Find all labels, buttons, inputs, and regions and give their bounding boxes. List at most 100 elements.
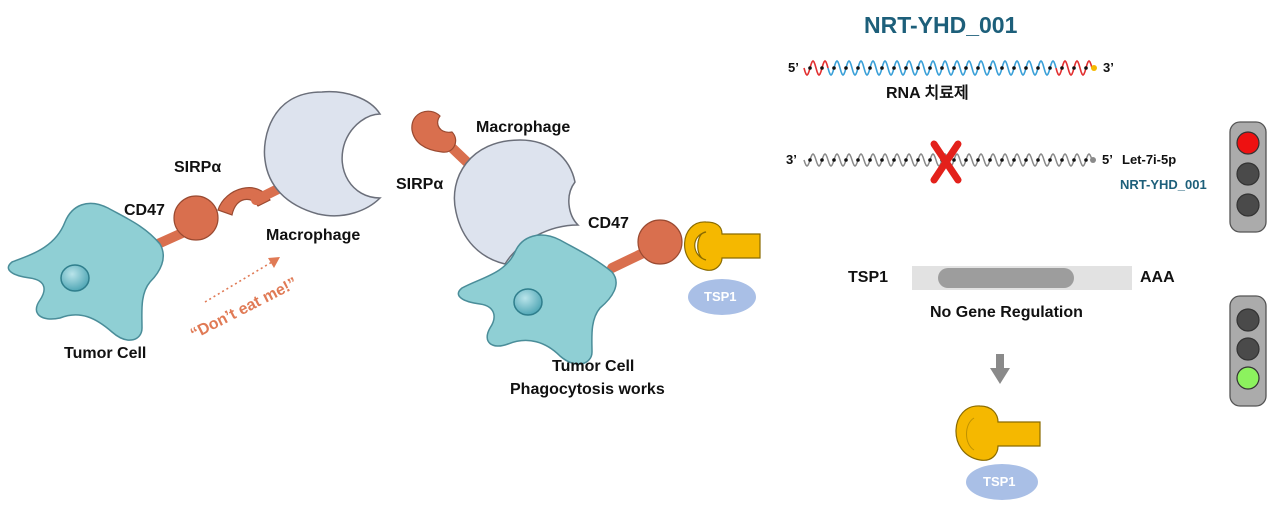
base-dot: [1036, 158, 1040, 162]
rna-wave-red-left: [803, 59, 829, 77]
base-dot: [940, 66, 944, 70]
base-dot: [868, 66, 872, 70]
block-x-mark: [930, 140, 962, 184]
tsp1-oval-bottom: [966, 464, 1038, 500]
base-dot: [952, 158, 956, 162]
tsp1-label-bottom: TSP1: [983, 474, 1016, 489]
base-dot: [1060, 158, 1064, 162]
strand1-end-dot: [1091, 65, 1097, 71]
cd47-head: [173, 195, 219, 241]
tsp1-mid: [684, 221, 761, 271]
cd47-label-middle: CD47: [588, 215, 629, 232]
base-dot: [976, 66, 980, 70]
base-dot: [892, 158, 896, 162]
tsp1-label-middle: TSP1: [704, 289, 737, 304]
mirna-name-label: Let-7i-5p: [1122, 152, 1177, 167]
macrophage-label-left: Macrophage: [266, 227, 361, 244]
base-dot: [880, 158, 884, 162]
rna-drug-strand: [803, 59, 1097, 77]
cd47-label-left: CD47: [124, 202, 165, 219]
tumor-cell-label-middle: Tumor Cell: [552, 358, 635, 375]
macrophage-left: [263, 90, 382, 217]
base-dot: [1024, 66, 1028, 70]
base-dot: [928, 158, 932, 162]
left-cd47-sirpa-complex: [135, 178, 295, 257]
base-dot: [844, 66, 848, 70]
base-dot: [1036, 66, 1040, 70]
tumor-nucleus-middle: [513, 288, 543, 316]
base-dot: [1000, 66, 1004, 70]
base-dot: [1012, 158, 1016, 162]
base-dot: [820, 66, 824, 70]
tsp1-gene-label: TSP1: [848, 269, 889, 286]
base-dot: [1084, 66, 1088, 70]
mrna-cds: [938, 268, 1074, 288]
tsp1-bottom-shape: [955, 405, 1041, 461]
base-dot: [988, 158, 992, 162]
light-red-on: [1236, 131, 1260, 155]
base-dot: [808, 66, 812, 70]
base-dot: [856, 158, 860, 162]
middle-cd47-tsp1: [607, 219, 761, 315]
strand1-five-prime: 5’: [788, 60, 799, 75]
base-dot: [928, 66, 932, 70]
strand1-three-prime: 3’: [1103, 60, 1114, 75]
base-dot: [892, 66, 896, 70]
base-dot: [880, 66, 884, 70]
base-dot: [1072, 158, 1076, 162]
tsp1-bottom: [955, 405, 1041, 500]
base-dot: [856, 66, 860, 70]
base-dot: [904, 158, 908, 162]
base-dot: [1048, 158, 1052, 162]
base-dot: [1024, 158, 1028, 162]
base-dot: [832, 158, 836, 162]
slogan-arrowhead: [268, 257, 280, 268]
tumor-cell-label-left: Tumor Cell: [64, 345, 147, 362]
base-dot: [988, 66, 992, 70]
base-dot: [916, 66, 920, 70]
base-dot: [820, 158, 824, 162]
cd47-head-mid: [637, 219, 683, 265]
base-dot: [832, 66, 836, 70]
sirpa-label-middle: SIRPα: [396, 176, 444, 193]
strand2-five-prime: 5’: [1102, 152, 1113, 167]
sirpa-cup-mid: [411, 110, 457, 153]
mrna-bar: [912, 266, 1132, 290]
middle-sirpa: [411, 110, 475, 170]
traffic-light-bottom: [1229, 295, 1267, 407]
base-dot: [1012, 66, 1016, 70]
phagocytosis-label: Phagocytosis works: [510, 381, 665, 398]
mirna-base-dots: [808, 158, 1088, 162]
base-dot: [916, 158, 920, 162]
base-dot: [1000, 158, 1004, 162]
macrophage-label-middle: Macrophage: [476, 119, 571, 136]
strand2-three-prime: 3’: [786, 152, 797, 167]
base-dot: [964, 158, 968, 162]
down-arrow: [990, 354, 1010, 384]
base-dot: [1048, 66, 1052, 70]
drug-title: NRT-YHD_001: [864, 12, 1018, 38]
light-off: [1236, 308, 1260, 332]
base-dot: [868, 158, 872, 162]
base-dot: [844, 158, 848, 162]
tsp1-oval-mid: [688, 279, 756, 315]
tumor-nucleus-left: [60, 264, 90, 292]
base-dot: [1072, 66, 1076, 70]
no-regulation-label: No Gene Regulation: [930, 304, 1083, 321]
light-green-on: [1236, 366, 1260, 390]
traffic-light-top: [1229, 121, 1267, 233]
base-dot: [1084, 158, 1088, 162]
base-dot: [952, 66, 956, 70]
base-dot: [904, 66, 908, 70]
light-off: [1236, 337, 1260, 361]
base-dot: [1060, 66, 1064, 70]
rna-base-dots: [808, 66, 1088, 70]
slogan-arrow: [204, 261, 273, 303]
rna-drug-label: RNA 치료제: [886, 85, 969, 102]
polya-label: AAA: [1140, 269, 1175, 286]
drug-name-small: NRT-YHD_001: [1120, 177, 1207, 192]
light-off: [1236, 193, 1260, 217]
light-off: [1236, 162, 1260, 186]
strand2-end-dot: [1090, 157, 1096, 163]
